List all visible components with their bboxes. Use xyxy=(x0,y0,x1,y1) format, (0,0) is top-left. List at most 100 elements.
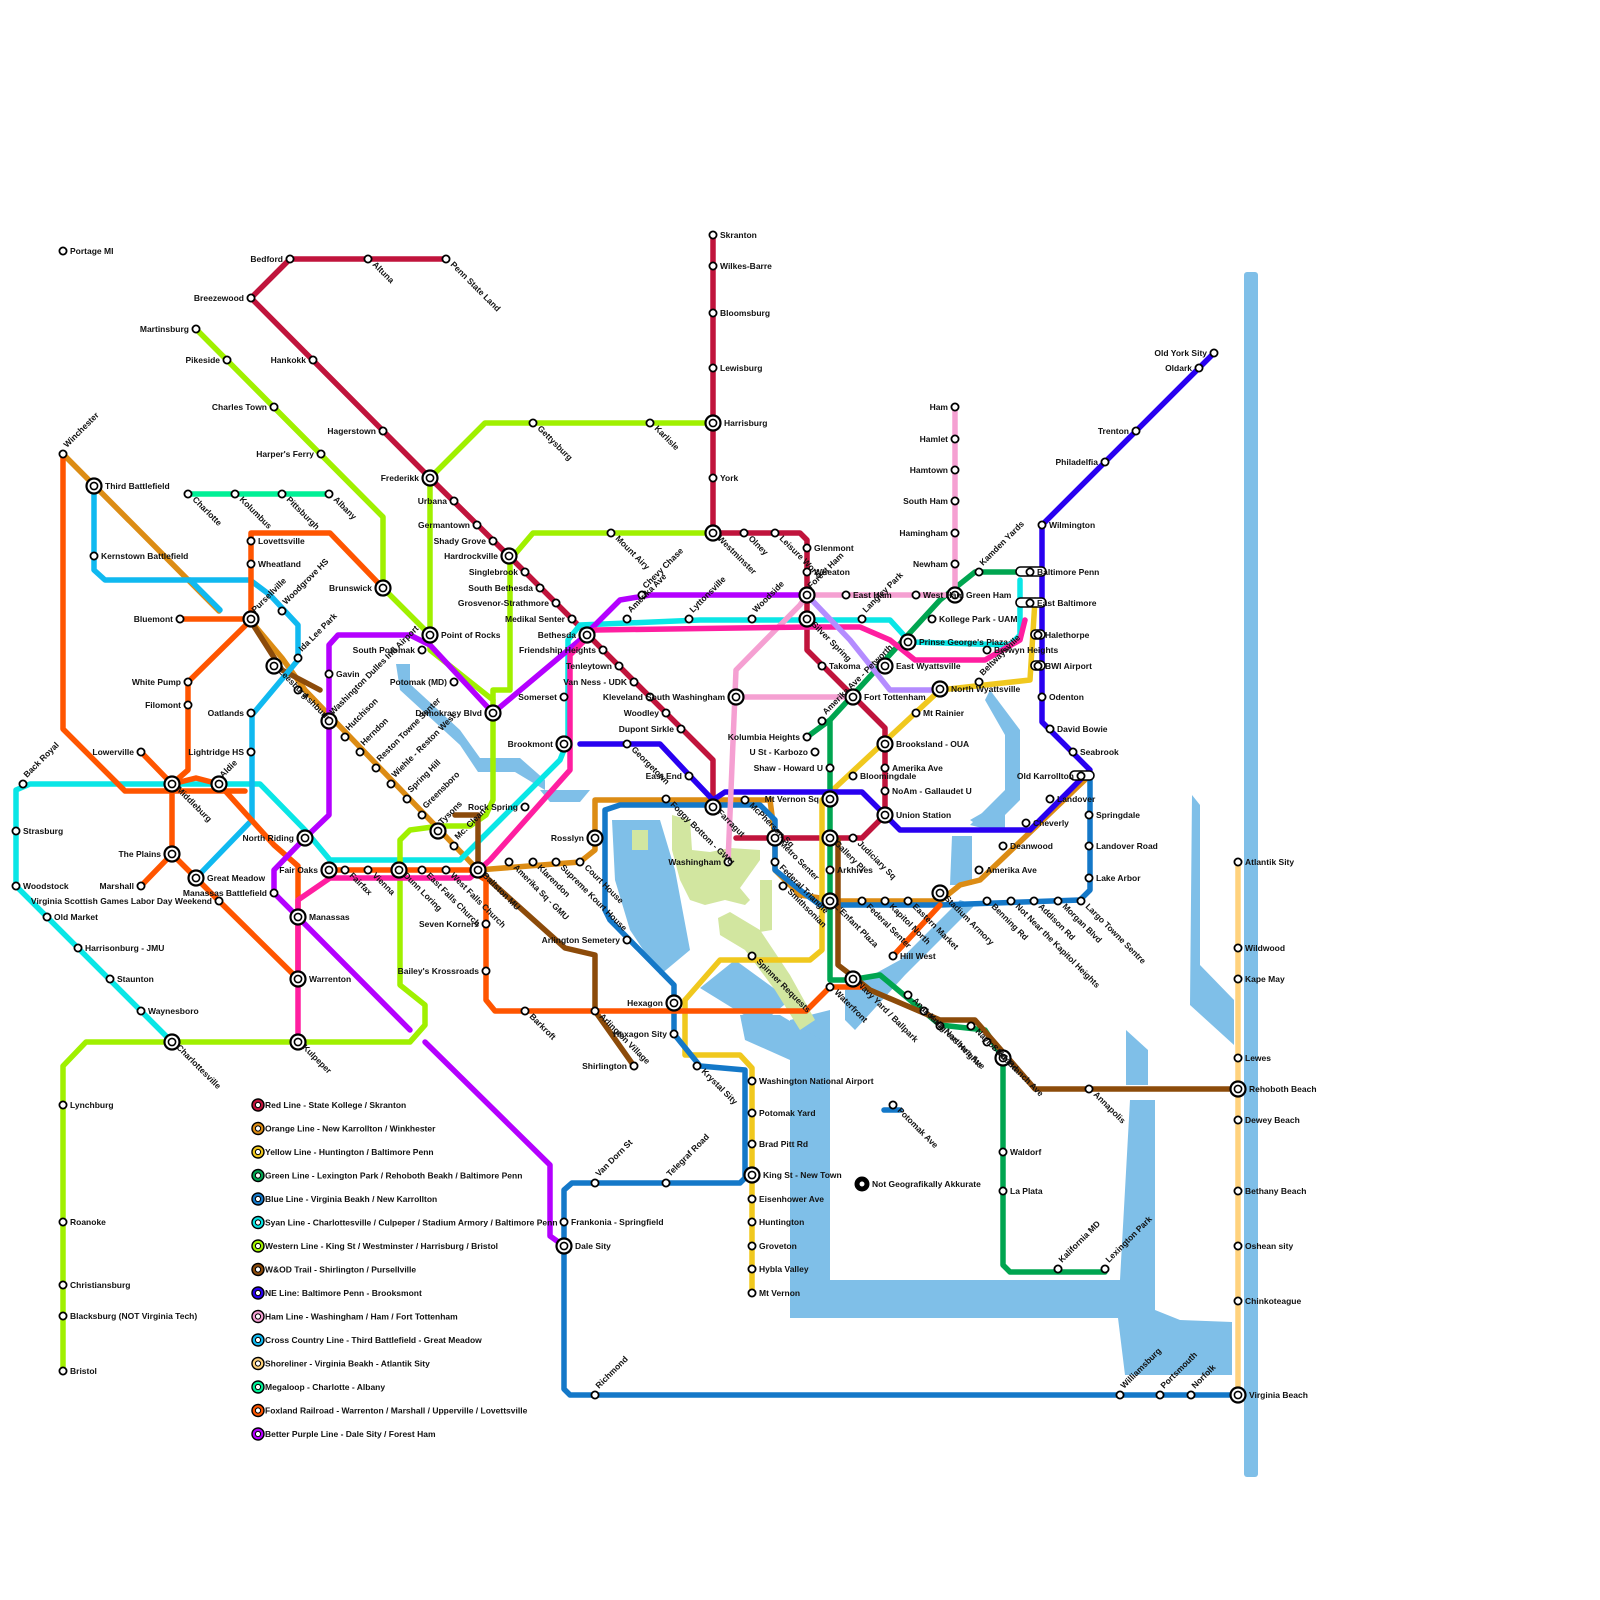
station-marker[interactable] xyxy=(590,1178,600,1188)
station-marker[interactable] xyxy=(481,919,491,929)
station-marker[interactable] xyxy=(421,469,439,487)
station-marker[interactable] xyxy=(950,496,960,506)
station-marker[interactable] xyxy=(1209,348,1219,358)
station-marker[interactable] xyxy=(1233,974,1243,984)
station-marker[interactable] xyxy=(500,547,518,565)
station-marker[interactable] xyxy=(876,735,894,753)
station-marker[interactable] xyxy=(770,528,780,538)
station-marker[interactable] xyxy=(606,528,616,538)
station-marker[interactable] xyxy=(740,795,750,805)
station-marker[interactable] xyxy=(817,661,827,671)
station-marker[interactable] xyxy=(629,1061,639,1071)
station-marker[interactable] xyxy=(708,261,718,271)
station-marker[interactable] xyxy=(520,1006,530,1016)
station-marker[interactable] xyxy=(1045,724,1055,734)
station-marker[interactable] xyxy=(590,1006,600,1016)
station-marker[interactable] xyxy=(888,951,898,961)
station-marker[interactable] xyxy=(665,994,683,1012)
station-marker[interactable] xyxy=(441,254,451,264)
station-marker[interactable] xyxy=(277,606,287,616)
station-marker[interactable] xyxy=(246,747,256,757)
station-marker[interactable] xyxy=(802,732,812,742)
station-marker[interactable] xyxy=(747,1217,757,1227)
station-marker[interactable] xyxy=(810,747,820,757)
station-marker[interactable] xyxy=(417,810,427,820)
station-marker[interactable] xyxy=(661,1178,671,1188)
station-marker[interactable] xyxy=(1233,943,1243,953)
station-marker[interactable] xyxy=(42,912,52,922)
station-marker[interactable] xyxy=(994,1049,1012,1067)
station-marker[interactable] xyxy=(371,763,381,773)
station-marker[interactable] xyxy=(1155,1390,1165,1400)
station-marker[interactable] xyxy=(1053,1264,1063,1274)
station-marker[interactable] xyxy=(723,857,733,867)
station-marker[interactable] xyxy=(825,763,835,773)
station-marker[interactable] xyxy=(708,363,718,373)
station-marker[interactable] xyxy=(1076,896,1086,906)
station-marker[interactable] xyxy=(191,324,201,334)
station-marker[interactable] xyxy=(421,626,439,644)
station-marker[interactable] xyxy=(58,246,68,256)
station-marker[interactable] xyxy=(293,685,303,695)
station-marker[interactable] xyxy=(390,861,408,879)
station-marker[interactable] xyxy=(880,786,890,796)
station-marker[interactable] xyxy=(269,402,279,412)
station-marker[interactable] xyxy=(293,653,303,663)
station-marker[interactable] xyxy=(449,496,459,506)
station-marker[interactable] xyxy=(378,426,388,436)
station-marker[interactable] xyxy=(622,614,632,624)
station-marker[interactable] xyxy=(747,1288,757,1298)
station-marker[interactable] xyxy=(1045,794,1055,804)
station-marker[interactable] xyxy=(1025,567,1035,577)
station-marker[interactable] xyxy=(1186,1390,1196,1400)
station-marker[interactable] xyxy=(1068,747,1078,757)
station-marker[interactable] xyxy=(747,1264,757,1274)
station-marker[interactable] xyxy=(950,559,960,569)
station-marker[interactable] xyxy=(1233,1241,1243,1251)
station-marker[interactable] xyxy=(880,896,890,906)
station-marker[interactable] xyxy=(704,524,722,542)
station-marker[interactable] xyxy=(1194,363,1204,373)
station-marker[interactable] xyxy=(449,841,459,851)
station-marker[interactable] xyxy=(559,692,569,702)
station-marker[interactable] xyxy=(747,1241,757,1251)
station-marker[interactable] xyxy=(903,896,913,906)
station-marker[interactable] xyxy=(374,579,392,597)
station-marker[interactable] xyxy=(931,680,949,698)
station-marker[interactable] xyxy=(136,747,146,757)
station-marker[interactable] xyxy=(982,896,992,906)
station-marker[interactable] xyxy=(743,1166,761,1184)
station-marker[interactable] xyxy=(798,610,816,628)
station-marker[interactable] xyxy=(73,943,83,953)
station-marker[interactable] xyxy=(911,590,921,600)
station-marker[interactable] xyxy=(876,806,894,824)
station-marker[interactable] xyxy=(661,794,671,804)
station-marker[interactable] xyxy=(982,1037,992,1047)
station-marker[interactable] xyxy=(340,865,350,875)
station-marker[interactable] xyxy=(998,1147,1008,1157)
station-marker[interactable] xyxy=(637,590,647,600)
station-marker[interactable] xyxy=(903,990,913,1000)
station-marker[interactable] xyxy=(355,747,365,757)
station-marker[interactable] xyxy=(555,735,573,753)
station-marker[interactable] xyxy=(1029,896,1039,906)
station-marker[interactable] xyxy=(857,896,867,906)
station-marker[interactable] xyxy=(899,633,917,651)
station-marker[interactable] xyxy=(645,418,655,428)
station-marker[interactable] xyxy=(528,418,538,428)
station-marker[interactable] xyxy=(277,489,287,499)
station-marker[interactable] xyxy=(340,732,350,742)
station-marker[interactable] xyxy=(982,645,992,655)
station-marker[interactable] xyxy=(555,1237,573,1255)
station-marker[interactable] xyxy=(919,1006,929,1016)
station-marker[interactable] xyxy=(1021,818,1031,828)
station-marker[interactable] xyxy=(230,489,240,499)
station-marker[interactable] xyxy=(1229,1080,1247,1098)
station-marker[interactable] xyxy=(246,708,256,718)
station-marker[interactable] xyxy=(848,771,858,781)
station-marker[interactable] xyxy=(210,775,228,793)
station-marker[interactable] xyxy=(1233,1186,1243,1196)
station-marker[interactable] xyxy=(629,677,639,687)
station-marker[interactable] xyxy=(766,829,784,847)
station-marker[interactable] xyxy=(935,1021,945,1031)
